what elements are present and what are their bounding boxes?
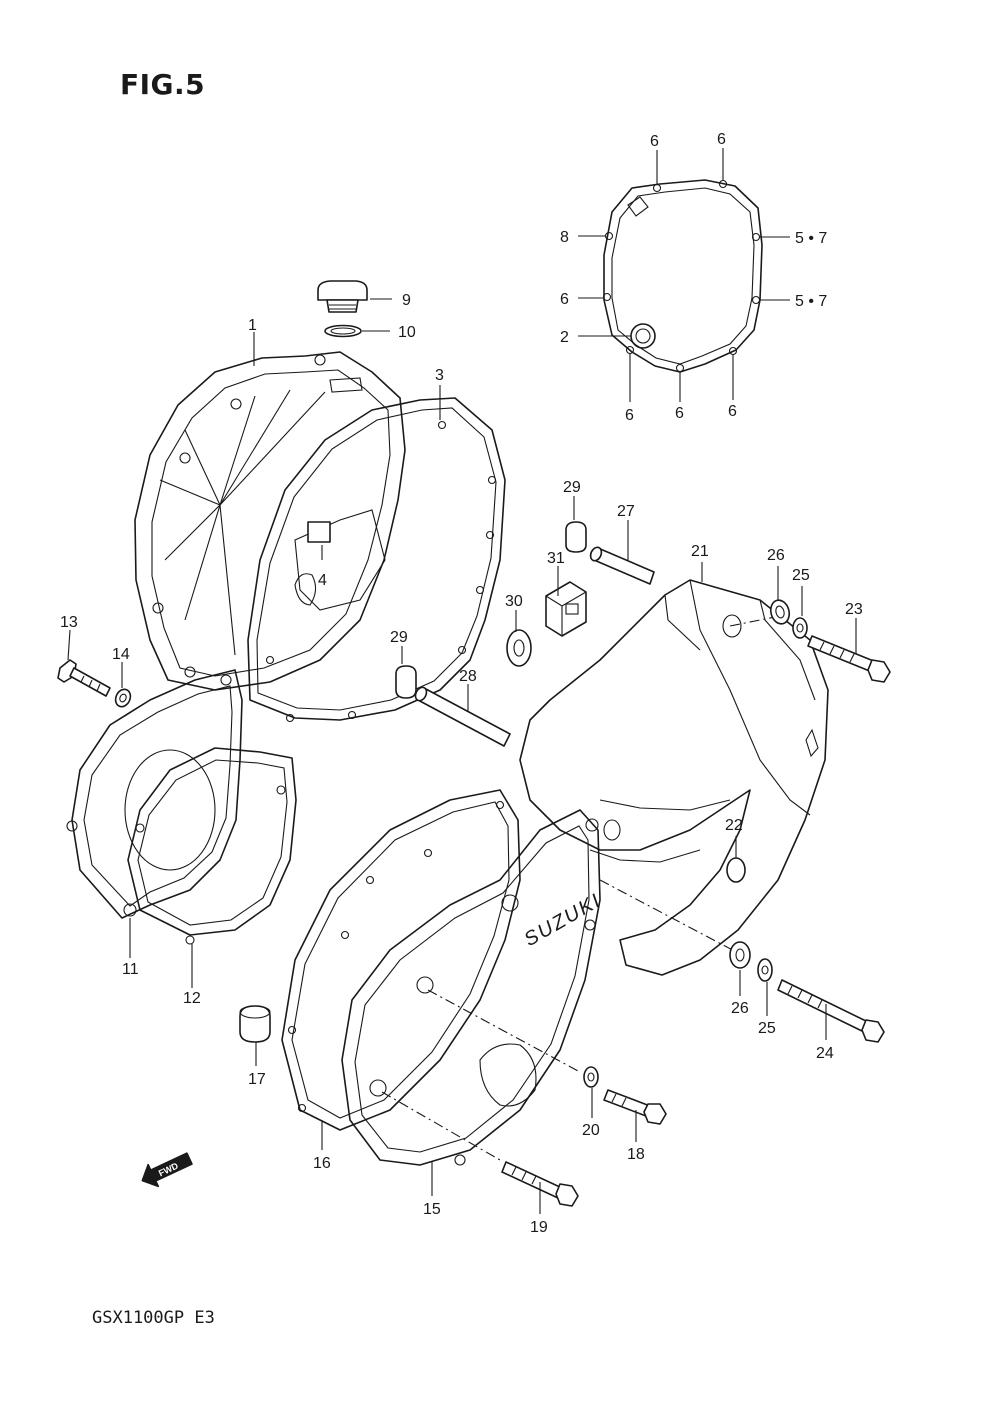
callout-16: 16 (313, 1155, 331, 1172)
callout-27: 27 (617, 503, 635, 520)
generator-cover-part-11 (66, 669, 243, 958)
callout-6: 6 (728, 403, 737, 420)
callout-25: 25 (792, 567, 810, 584)
callout-14: 14 (112, 646, 130, 663)
callout-2: 2 (560, 329, 569, 346)
grommet-part-29-upper (565, 496, 587, 553)
callout-4: 4 (318, 572, 327, 589)
callout-26: 26 (731, 1000, 749, 1017)
callout-20: 20 (582, 1122, 600, 1139)
clutch-cover-part-1 (134, 332, 406, 691)
figure-title: FIG.5 (120, 68, 206, 101)
oil-filler-o-ring-part-10 (324, 324, 390, 338)
generator-cover-gasket-part-12 (127, 747, 297, 988)
callout-6: 6 (560, 291, 569, 308)
model-code: GSX1100GP E3 (92, 1308, 215, 1328)
magneto-gasket-part-16 (281, 789, 521, 1150)
washer-part-20 (583, 1066, 599, 1118)
bolt-part-24 (777, 979, 885, 1043)
callout-10: 10 (398, 324, 416, 341)
bolt-part-18 (603, 1089, 667, 1142)
callout-22: 22 (725, 817, 743, 834)
callout-23: 23 (845, 601, 863, 618)
callout-17: 17 (248, 1071, 266, 1088)
callout-11: 11 (122, 961, 139, 978)
callout-21: 21 (691, 543, 709, 560)
callout-30: 30 (505, 593, 523, 610)
callout-29: 29 (563, 479, 581, 496)
callout-6: 6 (625, 407, 634, 424)
callout-6: 6 (650, 133, 659, 150)
callout-15: 15 (423, 1201, 441, 1218)
pipe-part-27 (589, 520, 655, 585)
callout-24: 24 (816, 1045, 834, 1062)
grommet-part-30 (506, 610, 532, 667)
damper-part-26-upper (769, 566, 791, 625)
callout-1: 1 (248, 317, 257, 334)
callout-31: 31 (547, 550, 565, 567)
callout-8: 8 (560, 229, 569, 246)
oil-filler-cap-part-9 (317, 280, 392, 313)
bolt-part-23 (807, 618, 891, 683)
washer-part-14 (114, 662, 132, 708)
callout-6: 6 (675, 405, 684, 422)
bolt-part-19 (501, 1161, 579, 1214)
damper-part-26-lower (729, 941, 751, 996)
bolt-part-13 (57, 629, 111, 697)
callout-19: 19 (530, 1219, 548, 1236)
callout-3: 3 (435, 367, 444, 384)
callout-12: 12 (183, 990, 201, 1007)
callout-5-7: 5 • 7 (795, 230, 827, 247)
callout-29: 29 (390, 629, 408, 646)
callout-5-7: 5 • 7 (795, 293, 827, 310)
callout-25: 25 (758, 1020, 776, 1037)
crankcase-gasket-part-3 (247, 385, 506, 723)
callout-18: 18 (627, 1146, 645, 1163)
pipe-part-28 (414, 684, 511, 747)
callout-labels: 6 6 8 5 • 7 6 5 • 7 2 6 6 6 9 10 1 3 4 2… (60, 131, 863, 1236)
callout-28: 28 (459, 668, 477, 685)
rubber-block-part-31 (545, 566, 587, 637)
grommet-part-29-lower (395, 646, 417, 699)
callout-6: 6 (717, 131, 726, 148)
plug-part-22 (726, 836, 746, 883)
washer-part-25-upper (792, 586, 808, 639)
callout-26: 26 (767, 547, 785, 564)
dowel-part-17 (239, 1005, 271, 1066)
clutch-cover-gasket-part-2 (602, 179, 763, 373)
gasket-callout-leaders (578, 148, 790, 402)
callout-13: 13 (60, 614, 78, 631)
callout-9: 9 (402, 292, 411, 309)
washer-part-25-lower (757, 958, 773, 1016)
magneto-cover-part-15: SUZUKI (341, 809, 605, 1196)
fwd-arrow-icon: FWD (141, 1152, 193, 1188)
